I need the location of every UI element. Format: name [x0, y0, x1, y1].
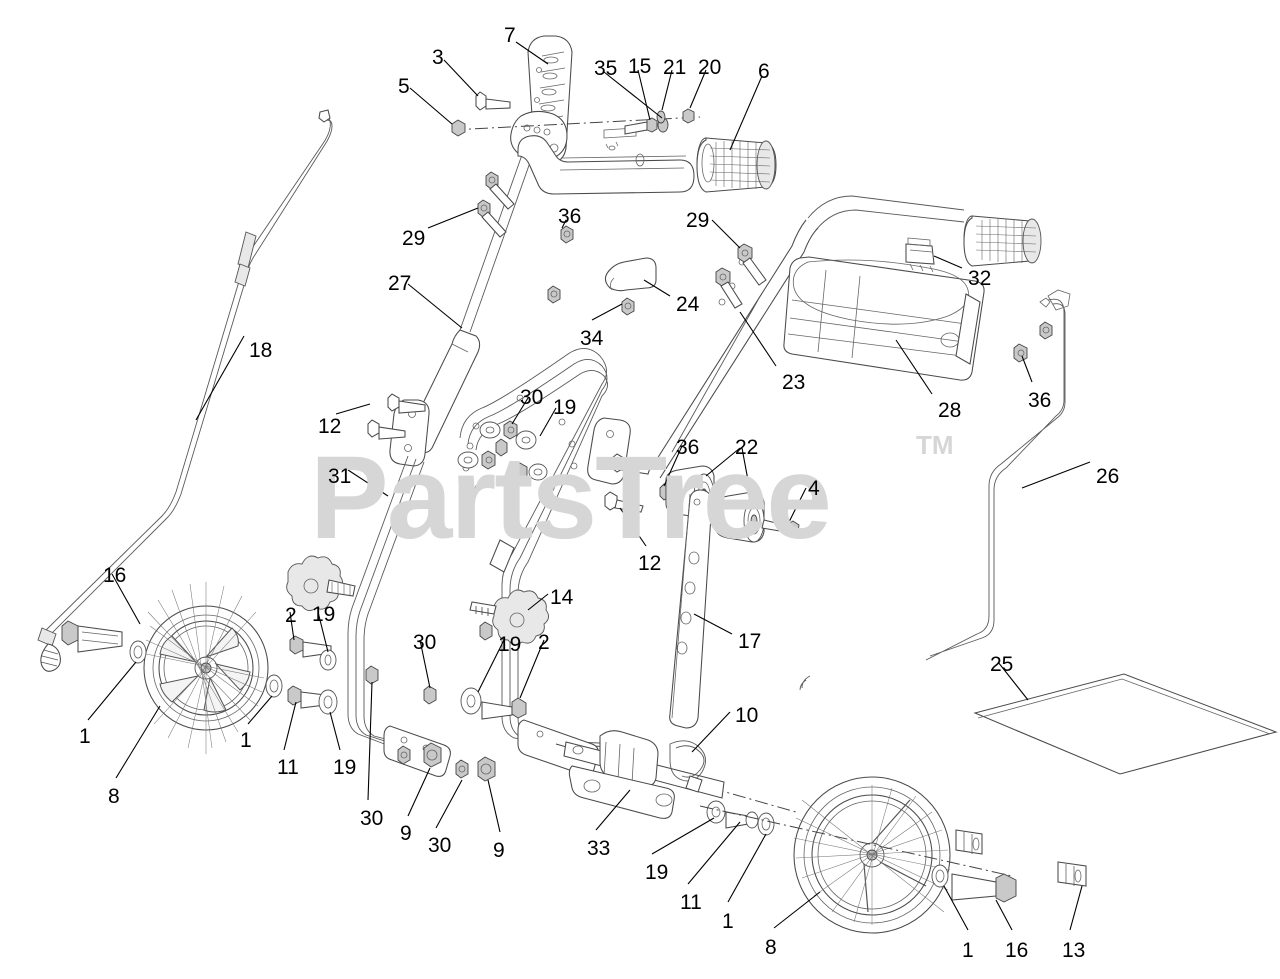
callout-label-19: 19 [498, 633, 522, 656]
callout-label-22: 22 [735, 436, 759, 459]
callout-label-15: 15 [628, 55, 652, 78]
callout-label-36: 36 [558, 205, 582, 228]
callout-label-8: 8 [108, 785, 120, 808]
callout-label-19: 19 [553, 396, 577, 419]
callout-label-1: 1 [722, 910, 734, 933]
callout-label-1: 1 [962, 939, 974, 962]
callout-label-9: 9 [493, 839, 505, 862]
callout-label-12: 12 [318, 415, 342, 438]
fastener-group-right-axle [699, 800, 1087, 903]
callout-label-33: 33 [587, 837, 611, 860]
watermark-text: PartsTree [310, 432, 832, 564]
part-height-adjust-link [669, 489, 713, 729]
callout-label-30: 30 [413, 631, 437, 654]
callout-label-25: 25 [990, 653, 1014, 676]
fastener-group-29-34-36 [477, 171, 1053, 363]
part-wheel-right [793, 776, 951, 934]
part-left-handle-tube [389, 151, 534, 467]
callout-label-1: 1 [79, 725, 91, 748]
callout-label-19: 19 [645, 861, 669, 884]
callout-label-24: 24 [676, 293, 700, 316]
part-handle-crossbar [517, 127, 695, 195]
fastener-group-left-axle [61, 620, 147, 664]
callout-label-30: 30 [520, 386, 544, 409]
callout-label-36: 36 [1028, 389, 1052, 412]
callout-label-10: 10 [735, 704, 759, 727]
fastener-group-left-inner [265, 555, 356, 715]
fastener-group-top [451, 91, 701, 137]
callout-label-5: 5 [398, 75, 410, 98]
part-handle-grip-left [696, 137, 777, 193]
part-wire-harness [799, 289, 1071, 691]
callout-label-9: 9 [400, 822, 412, 845]
callout-label-16: 16 [1005, 939, 1029, 962]
part-control-cable [37, 109, 333, 672]
callout-label-34: 34 [580, 327, 604, 350]
part-axle-bracket [555, 730, 797, 819]
callout-label-30: 30 [428, 834, 452, 857]
part-wheel-left [143, 582, 269, 754]
part-control-panel-cover [783, 237, 985, 381]
callout-label-23: 23 [782, 371, 806, 394]
callout-label-20: 20 [698, 56, 722, 79]
callout-leader-lines [87, 41, 1091, 931]
callout-label-29: 29 [686, 209, 710, 232]
callout-label-17: 17 [738, 630, 762, 653]
callout-label-3: 3 [432, 46, 444, 69]
callout-label-16: 16 [103, 564, 127, 587]
part-knob-14 [469, 589, 549, 645]
fastener-group-12-right [604, 453, 671, 513]
callout-label-11: 11 [680, 891, 702, 914]
fastener-group-12-left [367, 393, 426, 440]
callout-label-13: 13 [1062, 939, 1086, 962]
callout-label-35: 35 [594, 57, 618, 80]
callout-label-4: 4 [808, 477, 820, 500]
callout-label-29: 29 [402, 227, 426, 250]
callout-label-11: 11 [277, 756, 299, 779]
callout-label-36: 36 [676, 436, 700, 459]
callout-label-31: 31 [328, 465, 352, 488]
callout-label-2: 2 [538, 631, 550, 654]
callout-label-18: 18 [249, 339, 273, 362]
watermark-trademark: TM [916, 430, 954, 460]
callout-label-2: 2 [285, 604, 297, 627]
part-cable-bracket [604, 257, 657, 292]
fastener-group-bottom-nuts [365, 621, 496, 782]
callout-label-28: 28 [938, 399, 962, 422]
fastener-group-knob [460, 687, 527, 720]
callout-label-21: 21 [663, 56, 687, 79]
callout-label-6: 6 [758, 60, 770, 83]
callout-label-19: 19 [333, 756, 357, 779]
callout-label-7: 7 [504, 24, 516, 47]
callout-label-32: 32 [968, 267, 992, 290]
callout-label-14: 14 [550, 586, 574, 609]
part-instruction-sheet [973, 673, 1278, 775]
callout-label-30: 30 [360, 807, 384, 830]
callout-label-1: 1 [240, 729, 252, 752]
callout-label-26: 26 [1096, 465, 1120, 488]
part-right-handle-tube [649, 195, 1042, 479]
callout-label-19: 19 [312, 603, 336, 626]
fastener-cluster-mid [457, 420, 548, 482]
callout-label-27: 27 [388, 272, 412, 295]
callout-label-8: 8 [765, 936, 777, 959]
callout-label-12: 12 [638, 552, 662, 575]
